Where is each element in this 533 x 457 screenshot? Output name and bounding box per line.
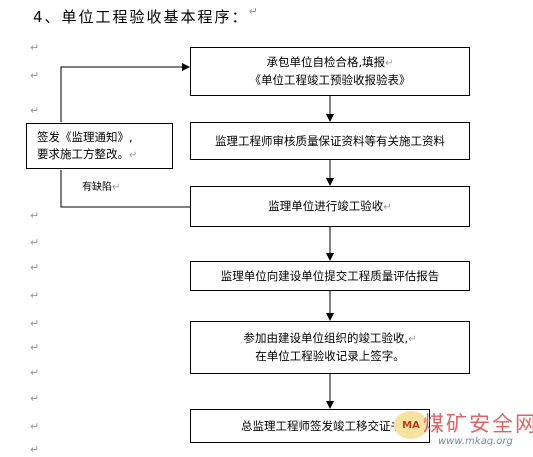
defect-label: 有缺陷↵	[82, 182, 121, 193]
step-quality-report: 监理单位向建设单位提交工程质量评估报告	[190, 261, 470, 291]
return-mark: ↵	[30, 317, 40, 330]
watermark-text: 煤矿安全网	[423, 412, 533, 436]
return-mark: ↵	[30, 261, 40, 274]
step-rectification-notice-line1: 签发《监理通知》,	[37, 129, 133, 144]
step-rectification-notice-line2: 要求施工方整改。↵	[37, 146, 138, 161]
step-rectification-notice: 签发《监理通知》, 要求施工方整改。↵	[26, 123, 173, 169]
title-text: 单位工程验收基本程序：	[61, 8, 249, 26]
step-engineer-review: 监理工程师审核质量保证资料等有关施工资料	[190, 122, 470, 160]
watermark-url: www.mkaq.org	[438, 436, 513, 447]
step-handover-certificate-text: 总监理工程师签发竣工移交证书	[241, 418, 402, 433]
return-mark: ↵	[30, 104, 40, 117]
step-engineer-review-text: 监理工程师审核质量保证资料等有关施工资料	[215, 133, 445, 148]
step-contractor-self-check: 承包单位自检合格,填报↵ 《单位工程竣工预验收报验表》	[190, 47, 470, 96]
return-mark: ↵	[30, 289, 40, 302]
return-mark: ↵	[30, 341, 40, 354]
return-mark: ↵	[30, 443, 40, 456]
arrow-defect-return	[60, 170, 190, 208]
step-handover-certificate: 总监理工程师签发竣工移交证书	[190, 409, 430, 443]
step-completion-acceptance-text: 监理单位进行竣工验收↵	[268, 198, 392, 213]
return-mark: ↵	[30, 366, 40, 379]
step-owner-acceptance: 参加由建设单位组织的竣工验收,↵ 在单位工程验收记录上签字。	[190, 321, 470, 374]
return-mark: ↵	[30, 41, 40, 54]
return-mark: ↵	[30, 209, 40, 222]
return-mark: ↵	[30, 236, 40, 249]
return-mark: ↵	[30, 69, 40, 82]
step-completion-acceptance: 监理单位进行竣工验收↵	[190, 186, 470, 227]
return-mark: ↵	[248, 5, 260, 18]
return-mark: ↵	[30, 420, 40, 433]
step-owner-acceptance-line1: 参加由建设单位组织的竣工验收,↵	[243, 331, 417, 345]
step-quality-report-text: 监理单位向建设单位提交工程质量评估报告	[220, 268, 440, 283]
arrow-rework	[60, 63, 190, 122]
return-mark: ↵	[30, 392, 40, 405]
watermark-badge: MA	[394, 411, 428, 439]
page-title: 4、单位工程验收基本程序：↵	[33, 6, 258, 27]
title-number: 4、	[33, 8, 62, 26]
step-owner-acceptance-line2: 在单位工程验收记录上签字。	[255, 349, 405, 363]
site-watermark: MA 煤矿安全网 www.mkaq.org	[390, 406, 533, 457]
step-contractor-self-check-line2: 《单位工程竣工预验收报验表》	[249, 73, 411, 87]
step-contractor-self-check-line1: 承包单位自检合格,填报↵	[266, 55, 394, 69]
